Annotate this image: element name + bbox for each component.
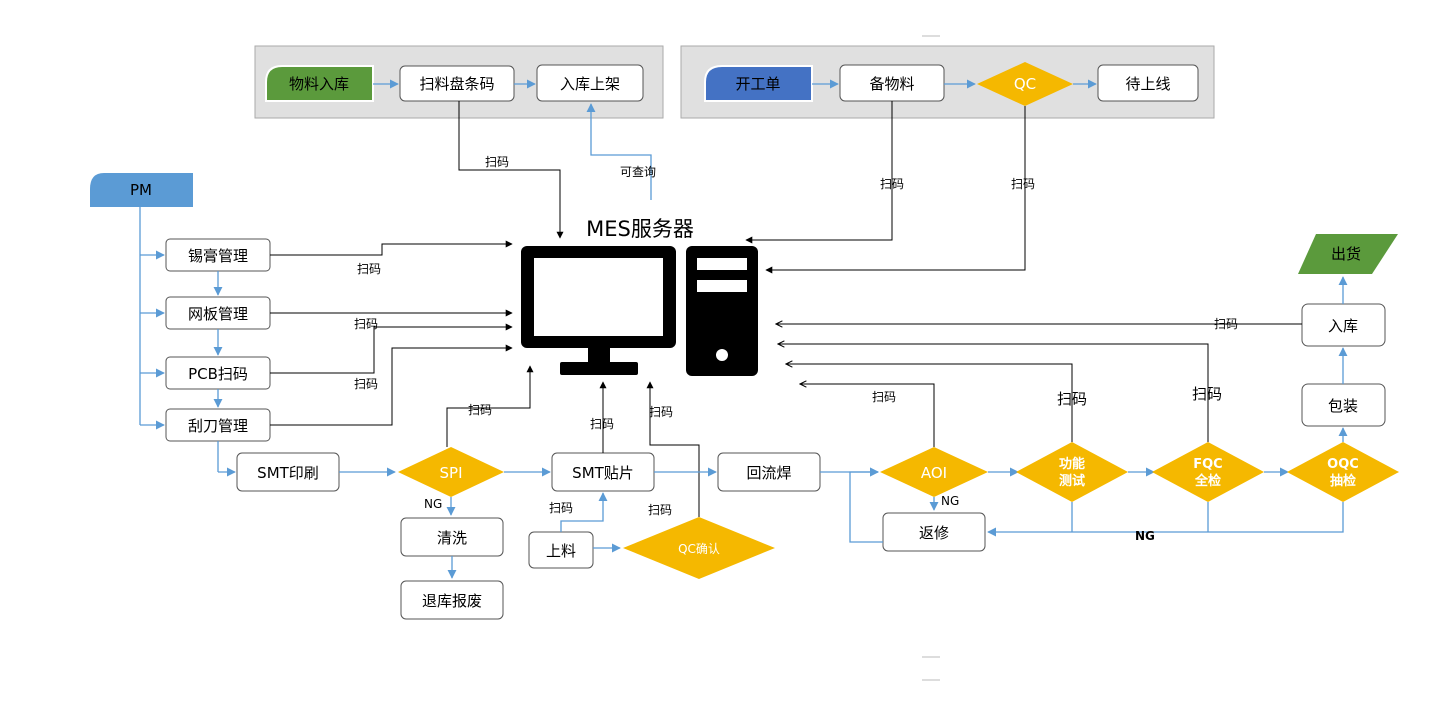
repair-label: 返修: [919, 524, 949, 542]
line-oqc-ng: [987, 502, 1344, 537]
node-func-test: 功能 测试: [1016, 442, 1128, 502]
pm-label: PM: [130, 181, 152, 199]
reflow-label: 回流焊: [746, 464, 791, 482]
store-label: 入库: [1328, 317, 1358, 335]
squeegee-label: 刮刀管理: [188, 417, 248, 435]
func-test-label-2: 测试: [1059, 473, 1085, 489]
func-test-label-1: 功能: [1059, 456, 1085, 472]
node-wash: 清洗: [400, 517, 504, 557]
aoi-label: AOI: [921, 464, 947, 482]
node-repair: 返修: [882, 512, 986, 552]
line-query-shelf: [586, 103, 652, 200]
scrap-label: 退库报废: [422, 592, 482, 610]
node-work-order: 开工单: [704, 65, 813, 102]
scan-label-load: 扫码: [549, 501, 573, 515]
node-scrap: 退库报废: [400, 580, 504, 620]
node-waiting-line: 待上线: [1097, 64, 1199, 102]
load-label: 上料: [546, 542, 576, 560]
wash-label: 清洗: [437, 529, 467, 547]
ship-label: 出货: [1331, 245, 1361, 263]
node-reflow: 回流焊: [717, 452, 821, 492]
query-label: 可查询: [620, 165, 656, 179]
computer-server-icon: [521, 246, 758, 376]
scan-label-prep: 扫码: [880, 177, 904, 191]
ng-label-aoi: NG: [941, 494, 959, 508]
scan-label-mount: 扫码: [590, 417, 614, 431]
arrow-load-mount: [560, 492, 608, 532]
node-store: 入库: [1301, 303, 1386, 347]
node-ship: 出货: [1298, 234, 1398, 274]
oqc-label-2: 抽检: [1330, 473, 1356, 489]
node-squeegee: 刮刀管理: [165, 408, 271, 442]
line-repair-back: [849, 467, 883, 543]
stencil-label: 网板管理: [188, 305, 248, 323]
node-pack: 包装: [1301, 383, 1386, 427]
line-solder-server: [270, 240, 513, 256]
qc-confirm-label: QC确认: [678, 542, 720, 556]
scan-label-store: 扫码: [1214, 317, 1238, 331]
ng-label-bottom: NG: [1135, 529, 1155, 543]
line-spi-server: [446, 365, 534, 447]
qc-top-label: QC: [1014, 75, 1036, 93]
scan-label-fqc: 扫码: [1192, 385, 1222, 403]
scan-label-spi: 扫码: [468, 403, 492, 417]
line-func-server: [786, 364, 1073, 442]
node-scan-reel: 扫料盘条码: [399, 65, 515, 102]
node-material-in: 物料入库: [265, 65, 374, 102]
prepare-material-label: 备物料: [869, 75, 914, 93]
scan-reel-label: 扫料盘条码: [419, 75, 494, 93]
scan-label-solder: 扫码: [357, 262, 381, 276]
scan-label-pcb: 扫码: [354, 317, 378, 331]
solder-paste-label: 锡膏管理: [188, 247, 248, 265]
pcb-scan-label: PCB扫码: [188, 365, 248, 383]
node-stencil: 网板管理: [165, 296, 271, 330]
node-qc-confirm: QC确认: [623, 517, 775, 579]
node-pm: PM: [90, 173, 193, 207]
node-qc-top: QC: [977, 62, 1073, 106]
node-smt-print: SMT印刷: [236, 452, 340, 492]
line-squeegee-server: [270, 344, 513, 426]
node-shelf: 入库上架: [536, 64, 644, 102]
line-scanreel-server: [458, 101, 564, 239]
node-smt-mount: SMT贴片: [551, 452, 655, 492]
scan-label-top-left: 扫码: [485, 155, 509, 169]
work-order-label: 开工单: [735, 75, 780, 93]
spi-label: SPI: [440, 464, 463, 482]
node-pcb-scan: PCB扫码: [165, 356, 271, 390]
ng-label-spi: NG: [424, 497, 442, 511]
scan-label-qc: 扫码: [1011, 177, 1035, 191]
node-prepare-material: 备物料: [839, 64, 945, 102]
line-qc-server: [646, 381, 700, 517]
scan-label-squeegee: 扫码: [354, 377, 378, 391]
line-qc-server: [765, 106, 1026, 274]
line-pcb-server: [270, 323, 513, 374]
scan-label-qc-confirm: 扫码: [648, 503, 672, 517]
fqc-label-1: FQC: [1193, 457, 1222, 472]
node-aoi: AOI: [880, 447, 988, 497]
scan-label-aoi: 扫码: [872, 390, 896, 404]
scan-label-qc-confirm-2: 扫码: [649, 405, 673, 419]
pack-label: 包装: [1328, 397, 1358, 415]
line-prep-server: [745, 101, 893, 244]
smt-mount-label: SMT贴片: [572, 464, 634, 482]
fqc-label-2: 全检: [1194, 473, 1221, 489]
node-load: 上料: [528, 531, 594, 569]
oqc-label-1: OQC: [1327, 457, 1359, 472]
line-aoi-server: [800, 384, 935, 447]
line-fqc-server: [778, 344, 1209, 442]
scan-label-func: 扫码: [1057, 390, 1087, 408]
material-in-label: 物料入库: [289, 75, 349, 93]
node-fqc: FQC 全检: [1152, 442, 1264, 502]
smt-print-label: SMT印刷: [257, 464, 319, 482]
node-spi: SPI: [398, 447, 504, 497]
shelf-label: 入库上架: [560, 75, 620, 93]
waiting-line-label: 待上线: [1125, 75, 1170, 93]
node-oqc: OQC 抽检: [1287, 442, 1399, 502]
node-solder-paste: 锡膏管理: [165, 238, 271, 272]
server-title: MES服务器: [586, 217, 694, 241]
